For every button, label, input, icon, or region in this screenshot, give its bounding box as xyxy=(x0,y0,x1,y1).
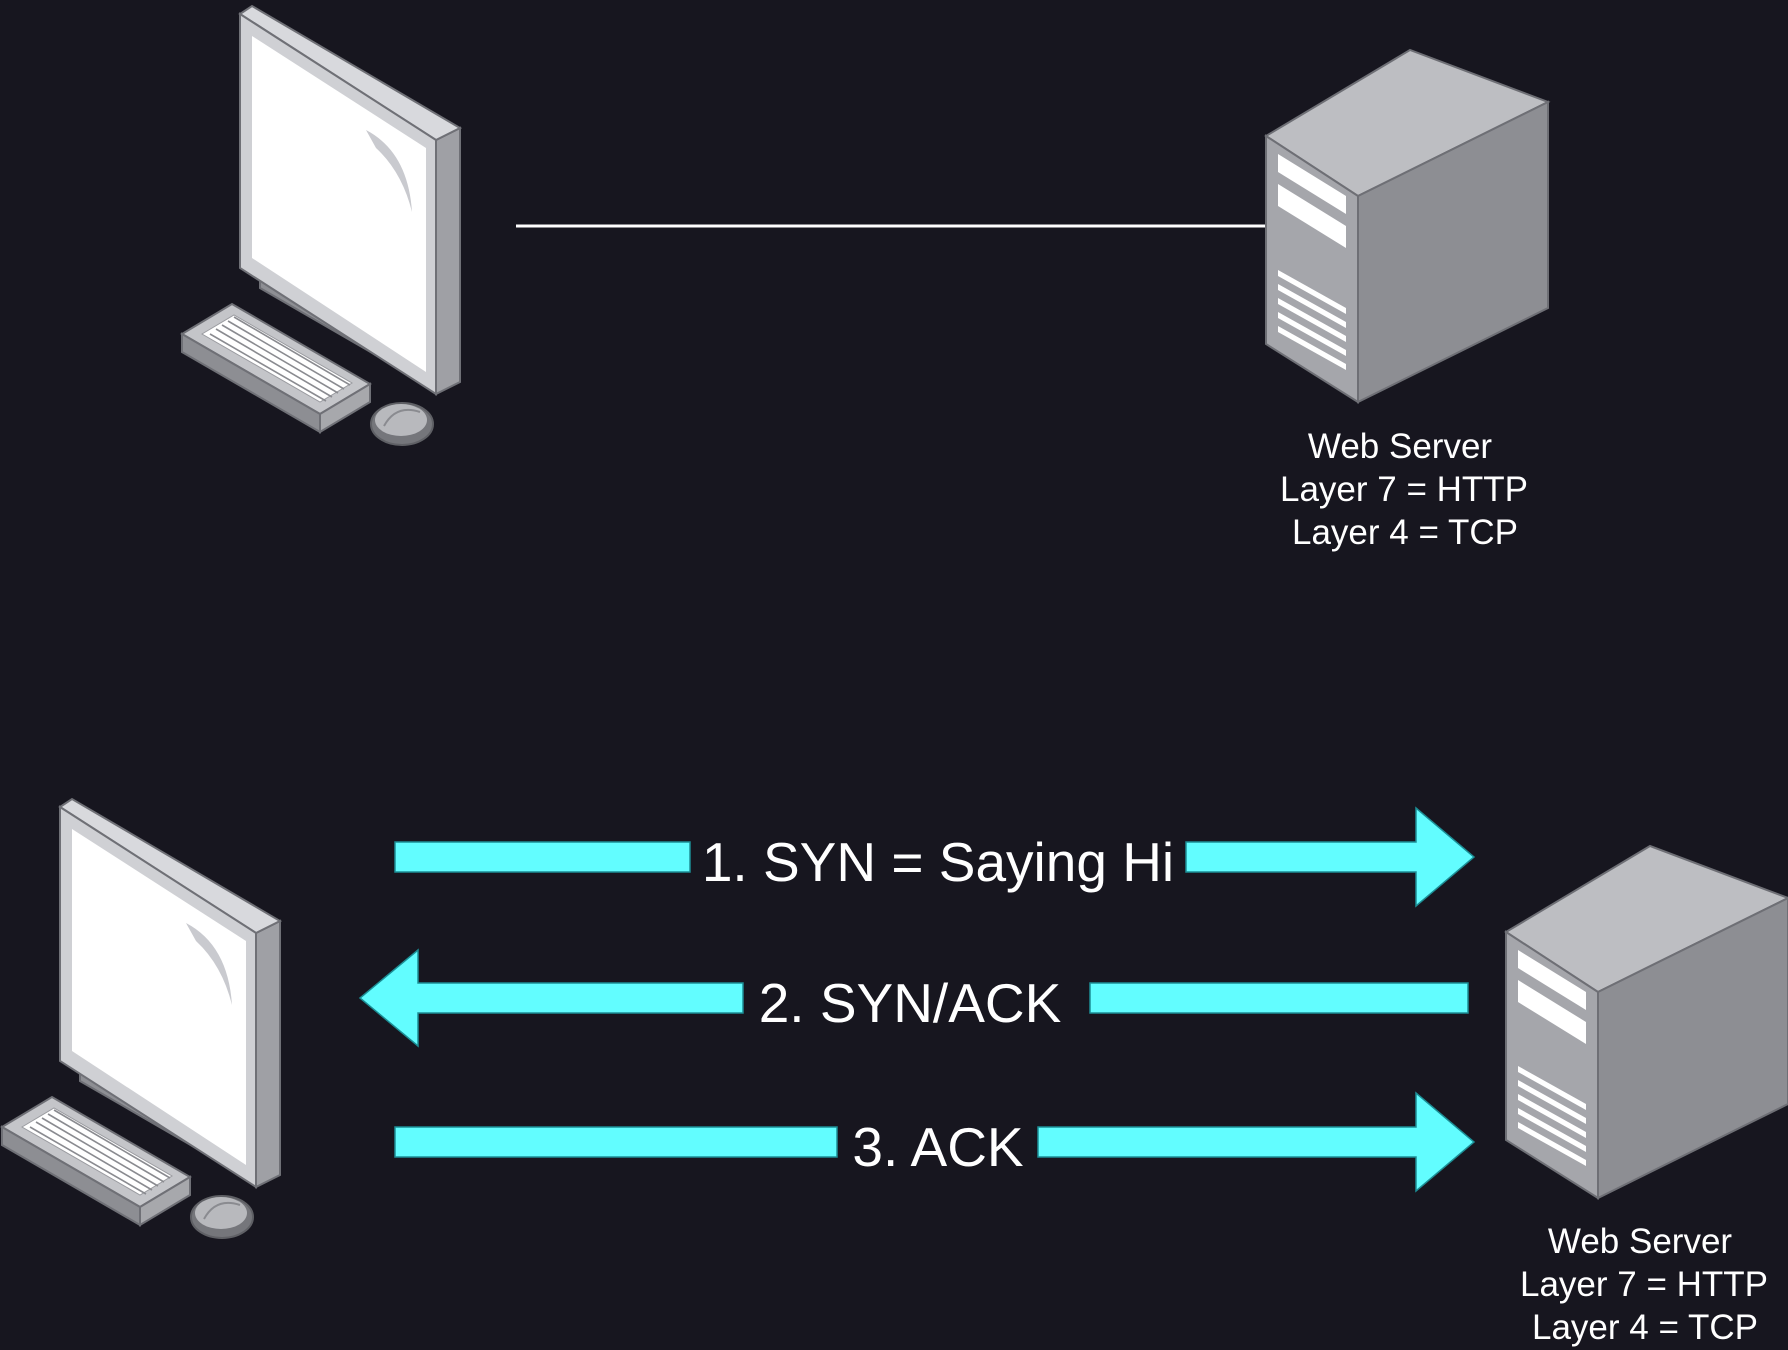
bottom-scene: 1. SYN = Saying Hi 2. SYN/ACK 3. ACK Web… xyxy=(1,798,1788,1347)
client-computer-icon xyxy=(1,798,281,1239)
syn-ack-arrow-body-right xyxy=(1089,982,1469,1014)
ack-arrow-body-left xyxy=(394,1126,838,1158)
web-server-icon xyxy=(1265,49,1549,403)
client-computer-icon xyxy=(181,5,461,446)
syn-ack-label: 2. SYN/ACK xyxy=(759,972,1062,1034)
server-label-line3: Layer 4 = TCP xyxy=(1292,513,1518,552)
syn-ack-arrow: 2. SYN/ACK xyxy=(358,948,1469,1048)
server-label-line2: Layer 7 = HTTP xyxy=(1520,1265,1768,1304)
syn-ack-arrow-head xyxy=(358,948,744,1048)
server-label: Web Server Layer 7 = HTTP Layer 4 = TCP xyxy=(1520,1222,1768,1347)
syn-arrow-head xyxy=(1185,806,1476,908)
server-label-line1: Web Server xyxy=(1308,427,1492,466)
web-server-icon xyxy=(1505,845,1788,1199)
syn-label: 1. SYN = Saying Hi xyxy=(702,831,1174,893)
server-label-line3: Layer 4 = TCP xyxy=(1532,1308,1758,1347)
ack-arrow-head xyxy=(1037,1091,1476,1193)
server-label-line1: Web Server xyxy=(1548,1222,1732,1261)
ack-arrow: 3. ACK xyxy=(394,1091,1476,1193)
server-label: Web Server Layer 7 = HTTP Layer 4 = TCP xyxy=(1280,427,1528,552)
server-label-line2: Layer 7 = HTTP xyxy=(1280,470,1528,509)
ack-label: 3. ACK xyxy=(852,1116,1024,1178)
syn-arrow-body-left xyxy=(394,841,691,873)
top-scene: Web Server Layer 7 = HTTP Layer 4 = TCP xyxy=(181,5,1549,552)
syn-arrow: 1. SYN = Saying Hi xyxy=(394,806,1476,908)
